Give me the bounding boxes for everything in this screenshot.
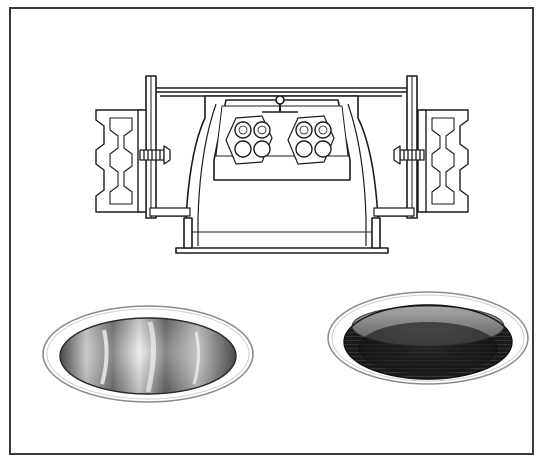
hanger-bracket-right	[417, 109, 469, 213]
recessed-light-housing-icon	[95, 75, 469, 254]
knockout-cluster-left	[225, 115, 273, 165]
adjust-screw-right	[393, 145, 425, 165]
specular-reflector-trim-icon	[42, 305, 254, 403]
hanger-bracket-left	[95, 109, 147, 213]
adjust-screw-left	[139, 145, 171, 165]
knockout-cluster-right	[287, 115, 335, 165]
baffle-trim-icon	[327, 291, 529, 385]
